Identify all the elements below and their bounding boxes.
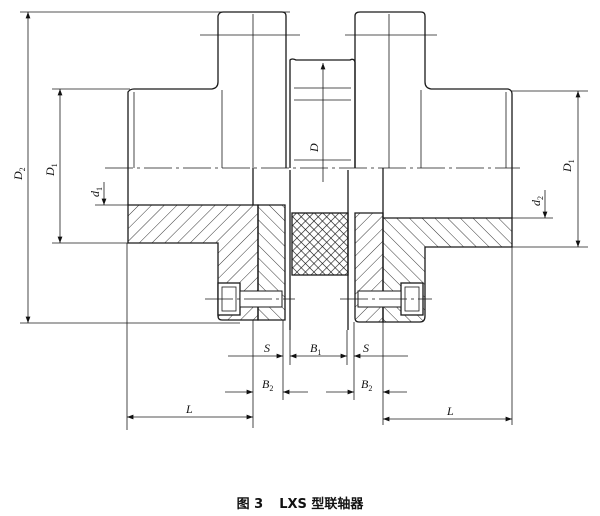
horizontal-dimensions bbox=[126, 243, 513, 430]
label-L-left: L bbox=[185, 402, 193, 416]
label-d1: d1 bbox=[88, 187, 104, 197]
label-D1-right: D1 bbox=[560, 159, 576, 173]
label-S-left: S bbox=[264, 341, 270, 355]
left-half-coupling bbox=[127, 11, 300, 321]
elastic-element bbox=[289, 58, 356, 330]
right-half-coupling bbox=[340, 11, 513, 323]
label-d2: d2 bbox=[529, 196, 545, 206]
label-B2-left: B2 bbox=[262, 377, 273, 393]
label-D: D bbox=[307, 143, 321, 153]
elastic-cross-hatch bbox=[291, 212, 349, 276]
label-L-right: L bbox=[446, 404, 454, 418]
label-S-right: S bbox=[363, 341, 369, 355]
vertical-dimensions bbox=[20, 11, 588, 324]
label-D1-left: D1 bbox=[43, 163, 59, 177]
label-B2-right: B2 bbox=[361, 377, 372, 393]
label-D2: D2 bbox=[11, 167, 27, 181]
label-B1: B1 bbox=[310, 341, 321, 357]
